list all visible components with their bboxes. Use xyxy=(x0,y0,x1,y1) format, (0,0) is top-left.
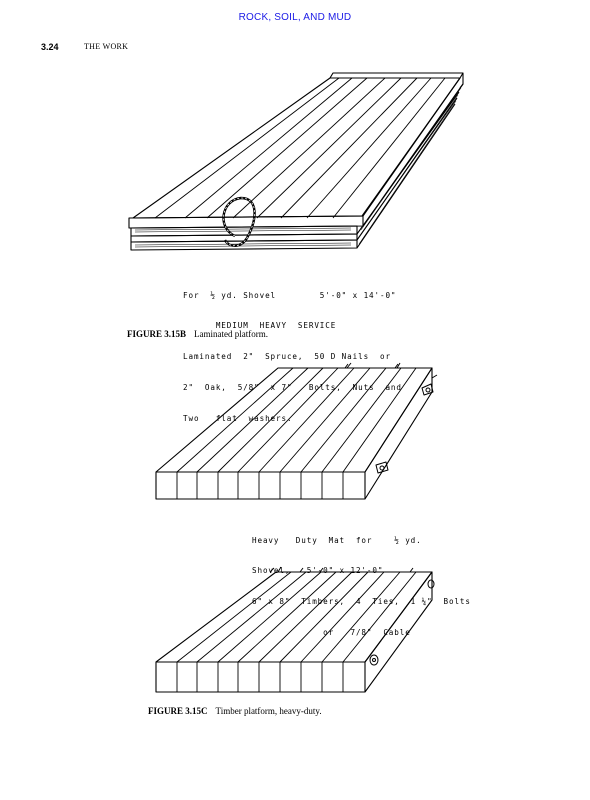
figure-number: FIGURE 3.15B xyxy=(127,329,187,339)
laminated-platform-notes: For ½ yd. Shovel 5'-0" x 14'-0" MEDIUM H… xyxy=(183,270,402,435)
section-title: THE WORK xyxy=(84,42,129,51)
note-line: MEDIUM HEAVY SERVICE xyxy=(183,321,337,331)
note-line: Laminated 2" Spruce, 50 D Nails or xyxy=(183,352,391,362)
figure-number: FIGURE 3.15C xyxy=(148,706,208,716)
figure-caption-text: Timber platform, heavy-duty. xyxy=(215,706,322,716)
heavy-duty-mat-drawing-upper xyxy=(150,362,450,507)
note-line: 6" x 8" Timbers, 4 Ties, 1 ¼" Bolts xyxy=(252,597,471,607)
figure-caption-text: Laminated platform. xyxy=(194,329,268,339)
note-line: For ½ yd. Shovel 5'-0" x 14'-0" xyxy=(183,290,397,300)
heavy-duty-mat-drawing-lower xyxy=(150,566,450,701)
figure-caption-c: FIGURE 3.15C Timber platform, heavy-duty. xyxy=(148,706,322,716)
note-line: Heavy Duty Mat for ½ yd. xyxy=(252,535,422,545)
page-number: 3.24 xyxy=(41,42,59,52)
running-head: ROCK, SOIL, AND MUD xyxy=(238,12,352,23)
laminated-platform-drawing xyxy=(125,70,470,265)
note-line: Two flat washers. xyxy=(183,414,293,424)
figure-caption-b: FIGURE 3.15B Laminated platform. xyxy=(127,329,268,339)
